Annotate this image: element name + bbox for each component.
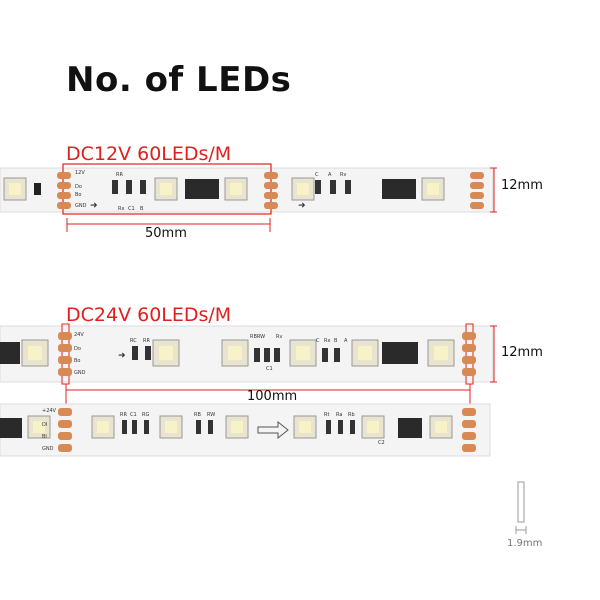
strip24b-silk-pad3: GND xyxy=(42,446,54,452)
strip12-pads-left xyxy=(57,172,71,209)
strip24-silk-pad0: 24V xyxy=(74,332,84,338)
strip24-width: 12mm xyxy=(501,345,543,360)
strip12-length: 50mm xyxy=(145,226,187,241)
strip24-image: 24V Do Bo GND RBRW Rv C1 C Rx B A RC RR … xyxy=(0,323,497,410)
strip24-silk-rbrw: RBRW xyxy=(250,334,265,340)
strip24b-silk-pad0: +24V xyxy=(42,408,57,414)
strip24-arrow-icon: ➜ xyxy=(118,351,126,361)
strip24b-image: +24V DI BI GND RR C1 RG RB RW Rt Ra Rb C… xyxy=(0,403,491,457)
strip24b-pads-right xyxy=(462,408,476,452)
strip24b-silk-rb2: Rb xyxy=(348,412,355,418)
strip12-silk-c1: C1 xyxy=(128,206,135,212)
thickness-icon xyxy=(515,481,527,534)
strip12-arrow2-icon: ➜ xyxy=(298,201,306,211)
strip12-pads-right xyxy=(470,172,484,209)
strip24b-silk-rb: RB xyxy=(194,412,201,418)
strip12-silk-a: A xyxy=(328,172,332,178)
strip24b-silk-rt: Rt xyxy=(324,412,329,418)
strip12-arrow-icon: ➜ xyxy=(90,201,98,211)
strip24-length: 100mm xyxy=(247,389,298,404)
strip12-silk-pad2: Bo xyxy=(75,192,82,198)
strip12-silk-rv: Rv xyxy=(340,172,346,178)
strip12-leds xyxy=(3,177,445,201)
strip12-resistors xyxy=(34,180,351,195)
strip24-leds xyxy=(21,339,455,367)
strip12-silk-pad0: 12V xyxy=(75,170,85,176)
strip24b-silk-c2: C2 xyxy=(378,440,385,446)
strip12-silk-rx: Rx xyxy=(118,206,124,212)
strip24b-ics xyxy=(0,418,422,438)
strip24-silk-pad2: Bo xyxy=(74,358,81,364)
strip24b-arrow-icon xyxy=(257,420,289,440)
strip24b-silk-pad2: BI xyxy=(42,434,47,440)
strip24-label: DC24V 60LEDs/M xyxy=(66,304,232,326)
strip24-silk-rr: RR xyxy=(143,338,150,344)
strip24-silk-a: A xyxy=(344,338,348,344)
strip24b-silk-rw: RW xyxy=(207,412,215,418)
strip12-silk-pad1: Do xyxy=(75,184,82,190)
strip24-silk-pad3: GND xyxy=(74,370,86,376)
strip12-silk-pad3: GND xyxy=(75,203,87,209)
strip12-silk-rr: RR xyxy=(116,172,123,178)
strip24-pads-right xyxy=(462,332,476,376)
strip12-pads-mid xyxy=(264,172,278,209)
strip24-silk-rx: Rx xyxy=(324,338,330,344)
strip12-image: ➜ ➜ 12V Do Bo GND Rx C1 B RR C A Rv xyxy=(0,163,497,232)
strip24-resistors xyxy=(132,346,340,362)
strip12-silk-c: C xyxy=(315,172,319,178)
strip24-pads-left xyxy=(58,332,72,376)
strip24b-silk-c1: C1 xyxy=(130,412,137,418)
strip24b-leds xyxy=(27,415,453,439)
thickness-label: 1.9mm xyxy=(507,538,543,549)
strip12-label: DC12V 60LEDs/M xyxy=(66,143,232,165)
strip12-silk-b: B xyxy=(140,206,144,212)
strip24-ics xyxy=(0,342,418,364)
strip24b-silk-ra: Ra xyxy=(336,412,342,418)
strip24b-pads-left xyxy=(58,408,72,452)
strip24-silk-rv: Rv xyxy=(276,334,282,340)
strip24-silk-c: C xyxy=(316,338,320,344)
strip24b-resistors xyxy=(122,420,355,434)
strip24b-silk-rr: RR xyxy=(120,412,127,418)
strip24-silk-rc: RC xyxy=(130,338,137,344)
strip24-silk-c1: C1 xyxy=(266,366,273,372)
page-title: No. of LEDs xyxy=(66,60,292,100)
strip24b-silk-pad1: DI xyxy=(42,422,47,428)
strip12-width: 12mm xyxy=(501,178,543,193)
strip24-silk-pad1: Do xyxy=(74,346,81,352)
strip24-silk-b: B xyxy=(334,338,338,344)
strip12-ics xyxy=(185,179,416,199)
strip24b-silk-rg: RG xyxy=(142,412,149,418)
